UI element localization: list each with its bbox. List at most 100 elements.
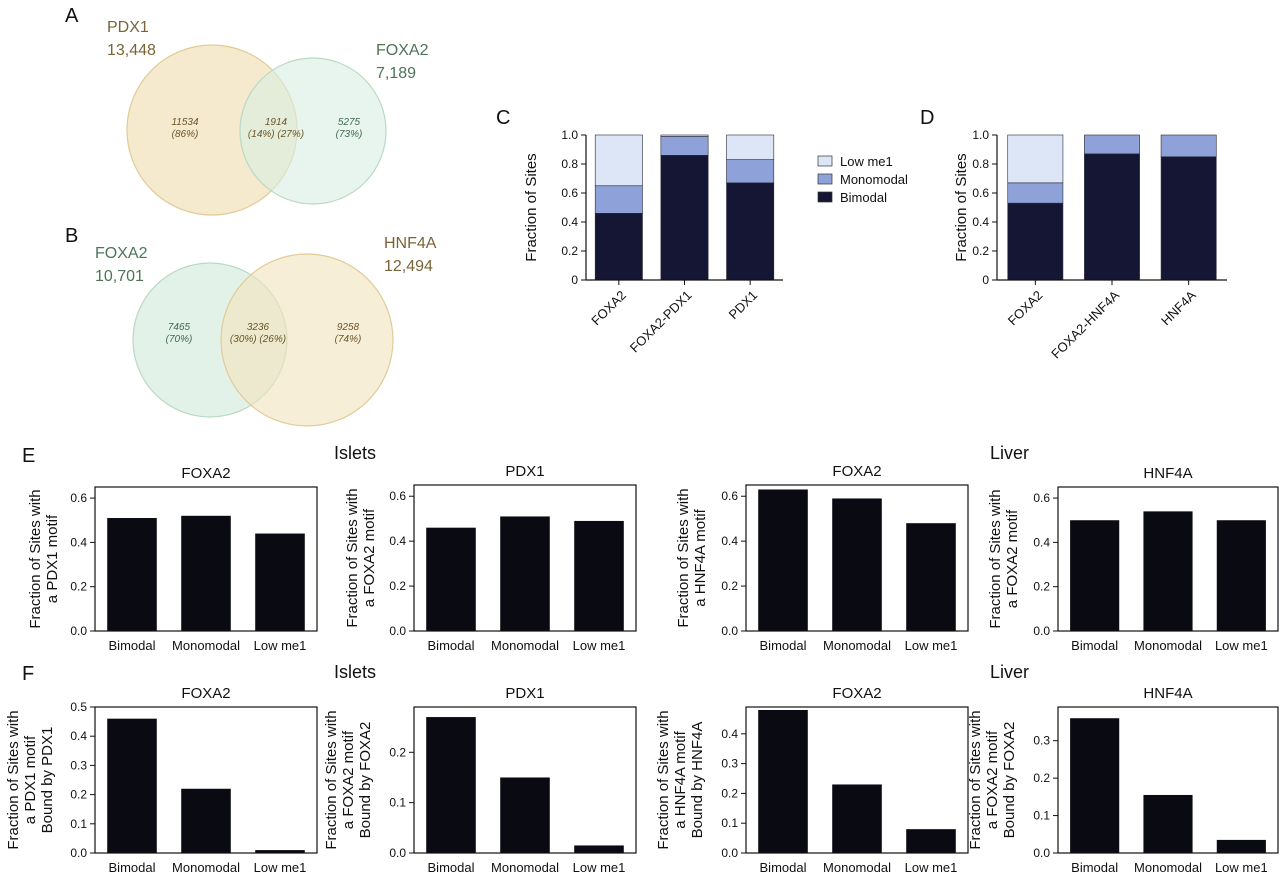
venn-b-hnf4a-circle bbox=[220, 253, 394, 427]
venn-a-foxa2-count: 7,189 bbox=[376, 65, 416, 82]
plot-frame bbox=[413, 484, 637, 632]
bar-bimodal bbox=[107, 518, 157, 631]
bar-monomodal bbox=[832, 498, 882, 631]
y-tick-label: 0.6 bbox=[70, 491, 87, 505]
x-tick-label: Bimodal bbox=[1071, 860, 1118, 875]
x-tick-label: Bimodal bbox=[428, 638, 475, 653]
y-tick-label: 0.2 bbox=[561, 244, 578, 258]
bar-bimodal-foxa2-hnf4a bbox=[1084, 153, 1140, 281]
legend-swatch-monomodal bbox=[817, 173, 833, 185]
y-axis-label: a HNF4A motif bbox=[672, 730, 689, 828]
bar-low-me1-pdx1 bbox=[726, 134, 775, 160]
x-tick-label: FOXA2-PDX1 bbox=[627, 288, 695, 356]
y-axis-label: Fraction of Sites bbox=[523, 153, 540, 261]
y-axis-label: Fraction of Sites with bbox=[987, 489, 1004, 628]
y-axis-label: Fraction of Sites with bbox=[344, 488, 361, 627]
y-axis-label: Fraction of Sites with bbox=[967, 710, 984, 849]
plot-frame bbox=[94, 486, 318, 632]
chart-title: FOXA2 bbox=[181, 465, 230, 482]
y-tick-label: 0.1 bbox=[389, 796, 406, 810]
section-title-liver-f: Liver bbox=[990, 662, 1029, 682]
plot-frame bbox=[413, 706, 637, 854]
y-axis-label: a FOXA2 motif bbox=[984, 730, 1001, 829]
y-axis-label: Fraction of Sites with bbox=[27, 489, 44, 628]
x-tick-label: FOXA2-HNF4A bbox=[1048, 287, 1122, 361]
y-axis-label: Fraction of Sites with bbox=[675, 488, 692, 627]
x-tick-label: Low me1 bbox=[573, 638, 626, 653]
bar-monomodal bbox=[1143, 511, 1193, 631]
y-tick-label: 0.0 bbox=[721, 624, 738, 638]
x-tick-label: Bimodal bbox=[109, 638, 156, 653]
y-tick-label: 0.6 bbox=[972, 186, 989, 200]
bar-monomodal bbox=[500, 777, 550, 853]
x-tick-label: Bimodal bbox=[428, 860, 475, 875]
venn-b-foxa2-name: FOXA2 bbox=[95, 245, 148, 262]
y-tick-label: 0.6 bbox=[1033, 491, 1050, 505]
venn-a-overlap-pct: (14%) (27%) bbox=[248, 129, 304, 140]
y-tick-label: 0.0 bbox=[1033, 846, 1050, 860]
bar-low-me1 bbox=[1216, 520, 1266, 631]
chart-title: HNF4A bbox=[1143, 685, 1192, 702]
y-tick-label: 0.2 bbox=[389, 579, 406, 593]
y-axis-label: Fraction of Sites with bbox=[5, 710, 22, 849]
y-tick-label: 0.4 bbox=[389, 534, 406, 548]
legend-swatch-bimodal bbox=[817, 191, 833, 203]
x-tick-label: Low me1 bbox=[905, 860, 958, 875]
x-tick-label: PDX1 bbox=[726, 288, 761, 323]
venn-b-hnf4a-only-pct: (74%) bbox=[335, 334, 362, 345]
y-tick-label: 0.6 bbox=[721, 489, 738, 503]
x-tick-label: Monomodal bbox=[823, 638, 891, 653]
bar-low-me1 bbox=[255, 533, 305, 631]
y-tick-label: 0.3 bbox=[70, 758, 87, 772]
x-tick-label: HNF4A bbox=[1158, 287, 1199, 328]
y-axis-label: Fraction of Sites with bbox=[323, 710, 340, 849]
venn-a-pdx1-only: 11534 bbox=[171, 117, 199, 128]
venn-b-hnf4a-only: 9258 bbox=[337, 322, 360, 333]
bar-bimodal-pdx1 bbox=[726, 182, 775, 281]
bar-low-me1-foxa2 bbox=[1007, 134, 1064, 184]
y-tick-label: 0.2 bbox=[70, 788, 87, 802]
chart-title: HNF4A bbox=[1143, 465, 1192, 482]
bar-low-me1 bbox=[1216, 839, 1266, 853]
legend-swatch-low-me1 bbox=[817, 155, 833, 167]
bar-bimodal bbox=[1070, 520, 1120, 631]
section-title-liver-e: Liver bbox=[990, 443, 1029, 463]
venn-b-foxa2-only: 7465 bbox=[168, 322, 191, 333]
y-tick-label: 0.4 bbox=[721, 534, 738, 548]
x-tick-label: Monomodal bbox=[823, 860, 891, 875]
venn-b-foxa2-only-pct: (70%) bbox=[166, 334, 193, 345]
y-tick-label: 0.4 bbox=[721, 727, 738, 741]
bar-monomodal-foxa2 bbox=[1007, 182, 1064, 204]
bar-monomodal bbox=[500, 516, 550, 631]
y-tick-label: 0.2 bbox=[1033, 580, 1050, 594]
y-tick-label: 0 bbox=[571, 273, 578, 287]
x-tick-label: Low me1 bbox=[1215, 638, 1268, 653]
venn-a-foxa2-only-pct: (73%) bbox=[336, 129, 363, 140]
venn-b-hnf4a-name: HNF4A bbox=[384, 235, 437, 252]
y-tick-label: 0 bbox=[982, 273, 989, 287]
x-tick-label: Low me1 bbox=[254, 860, 307, 875]
y-tick-label: 0.6 bbox=[389, 489, 406, 503]
venn-a-foxa2-only: 5275 bbox=[338, 117, 361, 128]
y-axis-label: a FOXA2 motif bbox=[340, 730, 357, 829]
x-tick-label: Bimodal bbox=[109, 860, 156, 875]
bar-bimodal-foxa2-pdx1 bbox=[660, 155, 709, 281]
y-tick-label: 0.0 bbox=[70, 846, 87, 860]
y-axis-label: Bound by PDX1 bbox=[39, 727, 56, 834]
x-tick-label: Bimodal bbox=[1071, 638, 1118, 653]
bar-low-me1 bbox=[906, 829, 956, 853]
x-tick-label: Bimodal bbox=[760, 860, 807, 875]
bar-low-me1 bbox=[574, 520, 624, 631]
venn-diagram-b: FOXA2 10,701 HNF4A 12,494 7465 (70%) 323… bbox=[95, 235, 437, 427]
chart-title: PDX1 bbox=[505, 463, 544, 480]
bar-bimodal-foxa2 bbox=[594, 213, 643, 281]
